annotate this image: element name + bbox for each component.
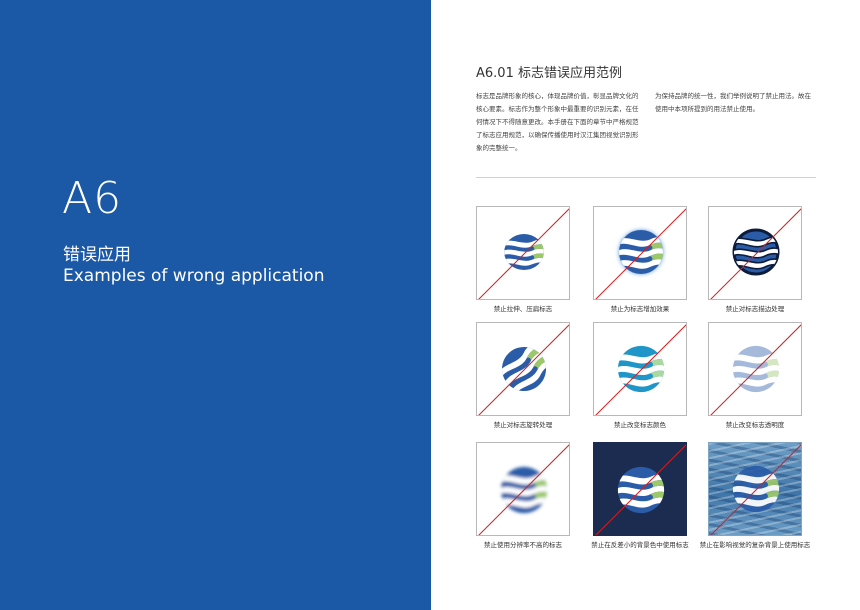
example-caption: 禁止对标志旋转处理 bbox=[493, 421, 553, 429]
logo-transparent-icon bbox=[710, 324, 801, 415]
chapter-title-en: Examples of wrong application bbox=[63, 266, 325, 286]
example-caption: 禁止在影响视觉的复杂背景上使用标志 bbox=[699, 541, 811, 549]
example-caption: 禁止使用分辨率不高的标志 bbox=[484, 541, 562, 549]
example-caption: 禁止为标志增加效果 bbox=[610, 305, 670, 313]
example-caption: 禁止拉伸、压扁标志 bbox=[493, 305, 553, 313]
prohibit-line bbox=[595, 324, 686, 415]
logo-stretched-icon bbox=[478, 208, 569, 299]
example-image bbox=[593, 322, 687, 416]
logo-rotated-icon bbox=[478, 324, 569, 415]
logo-blurred-icon bbox=[478, 444, 569, 535]
rule-paragraph: 为保持品牌的统一性，我们举例说明了禁止用法。故在使用中本项所提到的用法禁止使用。 bbox=[655, 92, 811, 113]
prohibit-line bbox=[710, 444, 801, 535]
prohibit-line bbox=[478, 208, 569, 299]
section-title: A6.01 标志错误应用范例 bbox=[476, 66, 622, 81]
example-caption: 禁止对标志描边处理 bbox=[725, 305, 785, 313]
logo-recolored-icon bbox=[595, 324, 686, 415]
logo-outline-icon bbox=[710, 208, 801, 299]
cover-panel: A6 错误应用 Examples of wrong application bbox=[0, 0, 431, 610]
prohibit-line bbox=[595, 444, 686, 535]
intro-paragraph: 标志是品牌形象的核心，体现品牌价值，彰显品牌文化的核心要素。标志作为整个形象中最… bbox=[476, 92, 639, 152]
example-image bbox=[708, 206, 802, 300]
prohibit-line bbox=[478, 324, 569, 415]
content-panel: A6.01 标志错误应用范例 标志是品牌形象的核心，体现品牌价值，彰显品牌文化的… bbox=[431, 0, 860, 610]
logo-glow-icon bbox=[595, 208, 686, 299]
example-image bbox=[708, 442, 802, 536]
example-image bbox=[476, 322, 570, 416]
prohibit-line bbox=[710, 208, 801, 299]
example-image bbox=[476, 442, 570, 536]
example-image bbox=[593, 206, 687, 300]
prohibit-line bbox=[478, 444, 569, 535]
chapter-code: A6 bbox=[62, 173, 123, 224]
example-caption: 禁止改变标志透明度 bbox=[725, 421, 785, 429]
example-image bbox=[593, 442, 687, 536]
example-caption: 禁止改变标志颜色 bbox=[614, 421, 666, 429]
divider bbox=[476, 177, 816, 178]
chapter-title-cn: 错误应用 bbox=[63, 245, 131, 265]
example-caption: 禁止在反差小的背景色中使用标志 bbox=[591, 541, 689, 549]
example-image bbox=[476, 206, 570, 300]
logo-dark-bg-icon bbox=[595, 444, 686, 535]
prohibit-line bbox=[710, 324, 801, 415]
prohibit-line bbox=[595, 208, 686, 299]
example-image bbox=[708, 322, 802, 416]
logo-water-bg-icon bbox=[710, 444, 801, 535]
